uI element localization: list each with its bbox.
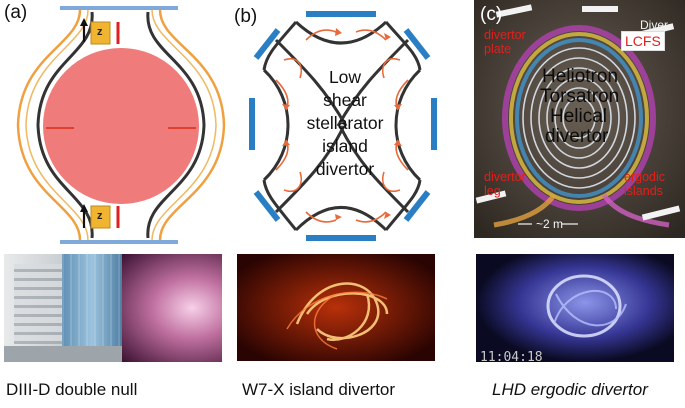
- lhd-label-divertor-plate: divertor plate: [484, 28, 526, 56]
- z-label-top: z: [97, 26, 103, 38]
- outer-field-line-left: [16, 9, 82, 241]
- panel-a-letter: (a): [4, 2, 28, 23]
- up-arrow-icon: [80, 204, 88, 212]
- separatrix-right: [146, 11, 206, 239]
- w7x-plasma-photo: [237, 254, 435, 361]
- outer-field-line-right: [158, 9, 226, 241]
- w7x-center-text: Low shear stellarator island divertor: [306, 67, 384, 179]
- separatrix-left: [36, 11, 94, 239]
- lhd-label-heliotron: Heliotron: [542, 66, 619, 87]
- panel-c-letter: (c): [480, 4, 503, 25]
- panel-b-letter: (b): [234, 6, 258, 27]
- diii-d-vessel-photo: [4, 254, 222, 362]
- lhd-scale-label: ~2 m: [536, 217, 564, 231]
- field-arrow-icon: [282, 28, 402, 220]
- divertor-plates: [249, 11, 437, 241]
- lhd-photo-timestamp: 11:04:18: [480, 350, 543, 365]
- lhd-label-helical: Helical: [550, 106, 608, 127]
- lhd-plasma-photo: [476, 254, 674, 362]
- lhd-label-divertor-leg: divertor leg: [484, 170, 526, 198]
- caption-diii-d: DIII-D double null: [6, 380, 138, 399]
- lhd-label-diver: Diver: [640, 18, 669, 32]
- top-coil: [90, 21, 111, 45]
- bottom-coil: [90, 205, 111, 229]
- plasma-core: [43, 48, 199, 204]
- up-arrow-icon: [80, 18, 88, 26]
- lhd-label-ergodic-islands: ergodic islands: [624, 170, 665, 198]
- w7x-island-diagram: [249, 11, 437, 241]
- caption-w7x: W7-X island divertor: [242, 380, 396, 399]
- lhd-label-torsatron: Torsatron: [540, 86, 620, 107]
- diii-d-cross-section-diagram: [16, 6, 226, 244]
- lhd-label-divertor-inside: divertor: [545, 126, 609, 147]
- caption-lhd: LHD ergodic divertor: [492, 380, 648, 399]
- z-label-bottom: z: [97, 210, 103, 222]
- lhd-label-lcfs: LCFS: [621, 31, 665, 51]
